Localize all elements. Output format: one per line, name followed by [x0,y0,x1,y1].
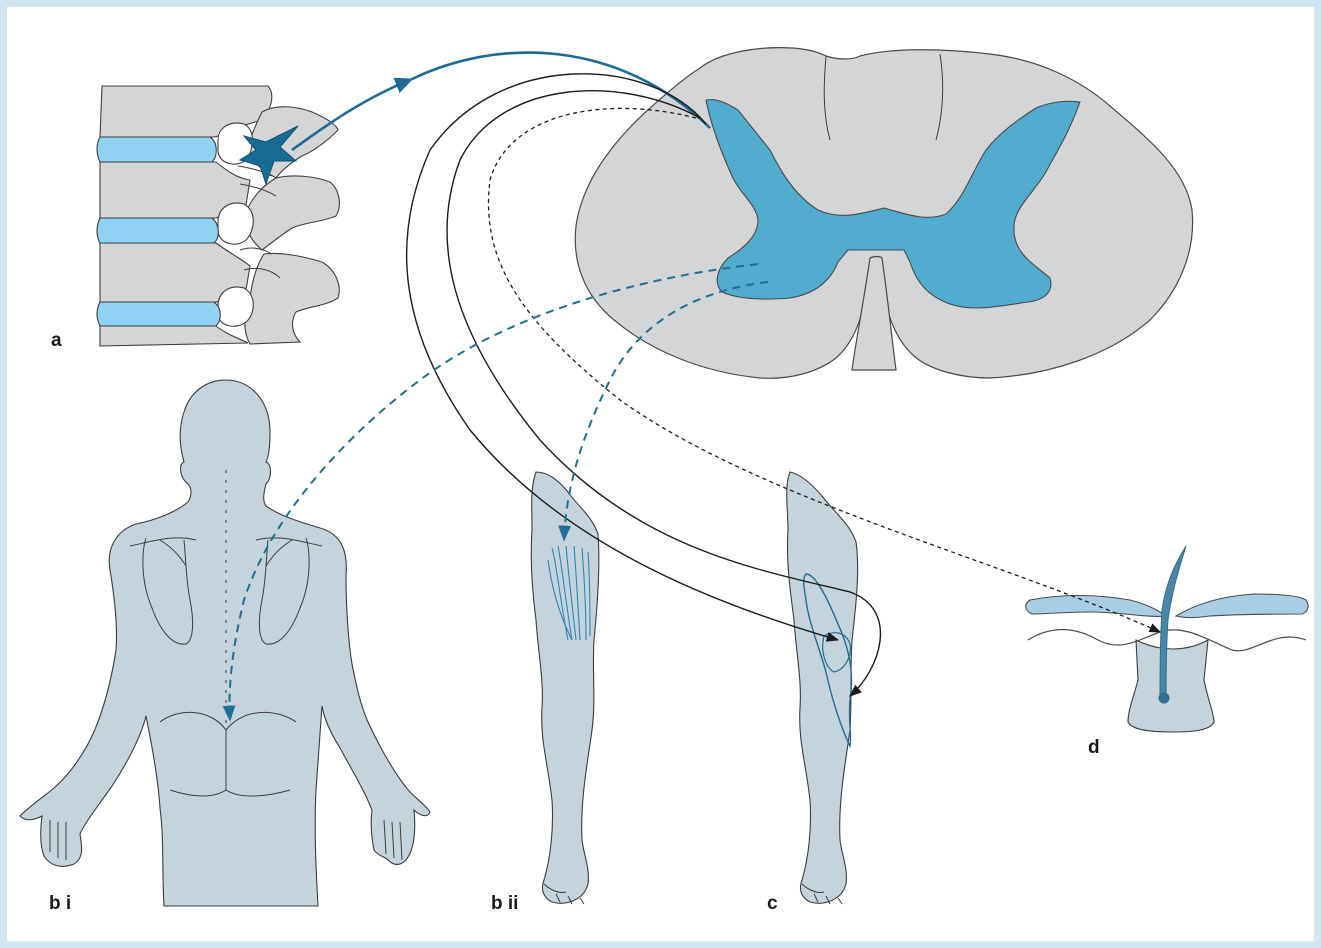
articular-process-3 [245,253,339,344]
hair-bulb [1159,693,1170,704]
epidermis-right [1176,594,1308,618]
intervertebral-foramen-2 [218,203,253,244]
leg-c-silhouette [787,472,858,903]
articular-process-2 [246,176,340,250]
leg-with-muscle [531,472,599,904]
hair-follicle-base [1128,640,1214,732]
vertebral-body-4 [100,326,248,346]
spinal-cord-cross-section [575,48,1192,379]
intervertebral-disc-3 [97,302,220,326]
torso-silhouette [20,380,430,906]
intervertebral-disc-2 [97,218,218,243]
spine-illustration [97,86,339,346]
panel-label-a: a [51,330,62,351]
skin-section [1026,546,1308,732]
intervertebral-disc-1 [97,137,216,162]
panel-label-b-ii: b ii [491,893,518,914]
epidermis-left [1026,596,1166,617]
panel-label-c: c [767,893,778,914]
panel-label-d: d [1088,737,1100,758]
leg-with-dermatome [787,472,858,904]
human-figure-back [20,380,430,906]
leg-b-ii-silhouette [531,472,599,903]
intervertebral-foramen-3 [218,287,253,326]
panel-label-b-i: b i [49,893,71,914]
